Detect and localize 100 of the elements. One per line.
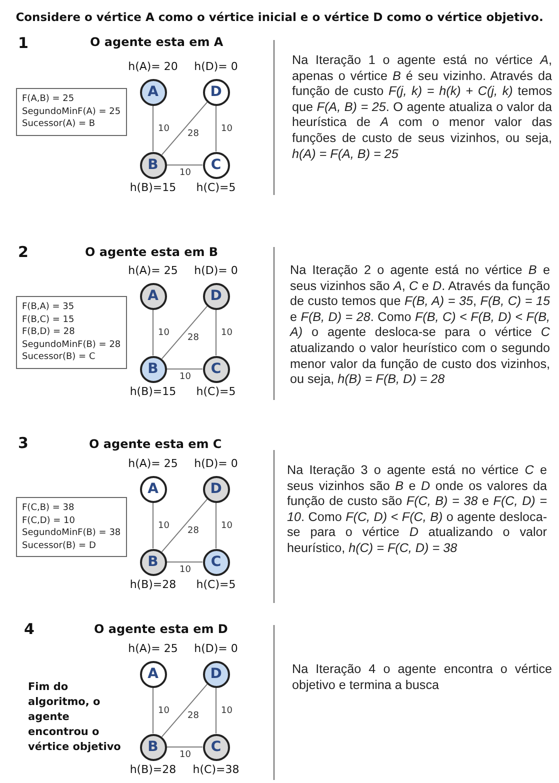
edge-label: 10 (157, 328, 170, 338)
edge-line (161, 498, 208, 552)
info-text: F(B,C) = 15 (22, 314, 76, 326)
explanation-text: Na Iteração 3 o agente está no vértice C e seus vizinhos são B e D onde os valores da função de custo são F(C, B) = 38 e F(C, D) = 10. Como F(C, D) < F(C, B) o agente desloca-se para o vértice D atualizando o valor heurístico, h(C) = F(C, D) = 38 (287, 463, 547, 557)
info-text: F(C,B) = 38 (22, 502, 76, 514)
vertex-letter: D (209, 286, 223, 306)
heuristic-label: h(D)= 0 (193, 60, 239, 73)
step-number: 1 (18, 34, 28, 52)
vertex-circle (202, 476, 230, 502)
info-box (16, 497, 127, 557)
edge-label: 10 (178, 168, 192, 178)
vertex-circle (202, 152, 230, 178)
heuristic-label: h(D)= 0 (193, 457, 239, 470)
edge-line (152, 105, 154, 152)
explanation-text: Na Iteração 2 o agente está no vértice B e seus vizinhos são A, C e D. Através da função de custo temos que F(B, A) = 35, F(B, C) = 15 e F(B, D) = 28. Como F(B, C) < F(B, D) < F(B, A) o agente desloca-se para o vértice C atualizando o valor heurístico com o segundo menor valor da função de custo dos vizinhos, ou seja, h(B) = F(B, D) = 28 (290, 263, 550, 388)
page-title: Considere o vértice A como o vértice inicial e o vértice D como o vértice objetivo. (14, 10, 544, 24)
edge-label: 10 (178, 565, 192, 575)
vertex-letter: A (146, 286, 160, 306)
heuristic-label: h(D)= 0 (193, 264, 239, 277)
edge-label: 10 (157, 124, 170, 134)
vertex-letter: A (146, 82, 160, 102)
edge-label: 10 (178, 750, 192, 760)
vertex-letter: A (146, 664, 160, 684)
vertex-letter: A (146, 480, 160, 498)
vertex-circle (140, 548, 166, 576)
heuristic-label: h(B)=15 (128, 181, 178, 194)
info-text: F(B,D) = 28 (22, 326, 76, 338)
edge-line (166, 164, 203, 166)
vertex-circle (202, 356, 230, 382)
step-heading: O agente esta em C (89, 437, 222, 451)
info-box (16, 296, 127, 368)
info-text: F(A,B) = 25 (22, 93, 76, 106)
edge-label: 28 (186, 128, 200, 138)
vertex-circle (140, 282, 166, 310)
vertex-letter: C (210, 552, 222, 572)
edge-line (166, 368, 203, 370)
vertex-letter: C (210, 738, 222, 756)
vertex-letter: B (146, 156, 160, 174)
heuristic-label: h(A)= 25 (127, 264, 179, 277)
step-number: 3 (18, 434, 28, 452)
edge-line (161, 306, 208, 360)
vertex-letter: C (210, 156, 222, 174)
heuristic-label: h(A)= 25 (127, 457, 179, 470)
info-text: Sucessor(B) = C (22, 351, 96, 364)
vertex-letter: B (146, 738, 160, 756)
heuristic-label: h(A)= 20 (127, 60, 179, 73)
edge-line (152, 502, 154, 549)
vertex-letter: D (209, 480, 223, 498)
edge-label: 28 (186, 710, 200, 720)
end-note: Fim do algoritmo, o agente encontrou o vértice objetivo (28, 680, 122, 755)
vertex-letter: D (209, 664, 223, 684)
heuristic-label: h(C)=5 (195, 578, 237, 591)
edge-label: 10 (220, 328, 234, 338)
explanation-text: Na Iteração 1 o agente está no vértice A, apenas o vértice B é seu vizinho. Através da função de custo F(j, k) = h(k) + C(j, k) temos que F(A, B) = 25. O agente atualiza o valor da heurística de A com o menor valor das funções de custo de seus vizinhos, ou seja, h(A) = F(A, B) = 25 (292, 53, 552, 162)
heuristic-label: h(B)=28 (128, 763, 178, 776)
vertex-circle (140, 660, 166, 688)
vertex-circle (202, 548, 230, 576)
vertex-circle (202, 282, 230, 310)
edge-label: 10 (220, 520, 234, 530)
heuristic-label: h(C)=5 (195, 385, 237, 398)
vertex-circle (202, 734, 230, 760)
vertex-circle (140, 78, 166, 106)
step-heading: O agente esta em B (85, 245, 218, 259)
step-heading: O agente esta em A (90, 35, 224, 49)
step-number: 2 (18, 243, 28, 261)
vertex-letter: C (210, 360, 222, 378)
vertex-letter: D (209, 82, 223, 102)
heuristic-label: h(A)= 25 (127, 642, 179, 655)
vertex-circle (202, 660, 230, 688)
edge-label: 28 (186, 332, 200, 342)
edge-line (152, 309, 154, 356)
info-text: F(C,D) = 10 (22, 514, 76, 527)
edge-label: 10 (157, 706, 170, 716)
info-box (16, 88, 127, 136)
info-text: SegundoMinF(B) = 38 (22, 527, 121, 540)
info-text: Sucessor(A) = B (22, 118, 96, 130)
heuristic-label: h(B)=28 (128, 578, 178, 591)
heuristic-label: h(C)=38 (192, 763, 240, 776)
edge-line (161, 102, 208, 156)
vertex-circle (202, 78, 230, 106)
info-text: SegundoMinF(B) = 28 (22, 338, 121, 351)
info-text: Sucessor(B) = D (22, 540, 97, 552)
explanation-text: Na Iteração 4 o agente encontra o vértice objetivo e termina a busca (292, 662, 552, 694)
heuristic-label: h(C)=5 (195, 181, 237, 194)
vertex-letter: B (146, 552, 160, 572)
vertex-circle (140, 734, 166, 760)
edge-line (166, 746, 203, 748)
edge-label: 10 (220, 124, 234, 134)
heuristic-label: h(B)=15 (128, 385, 178, 398)
edge-label: 10 (157, 520, 170, 530)
info-text: SegundoMinF(A) = 25 (22, 106, 121, 118)
step-heading: O agente esta em D (94, 622, 228, 636)
vertex-circle (140, 356, 166, 382)
edge-line (161, 684, 208, 738)
vertex-letter: B (146, 360, 160, 378)
step-number: 4 (24, 620, 34, 638)
info-text: F(B,A) = 35 (22, 301, 76, 314)
heuristic-label: h(D)= 0 (193, 642, 239, 655)
edge-label: 28 (186, 526, 200, 536)
edge-label: 10 (220, 706, 234, 716)
